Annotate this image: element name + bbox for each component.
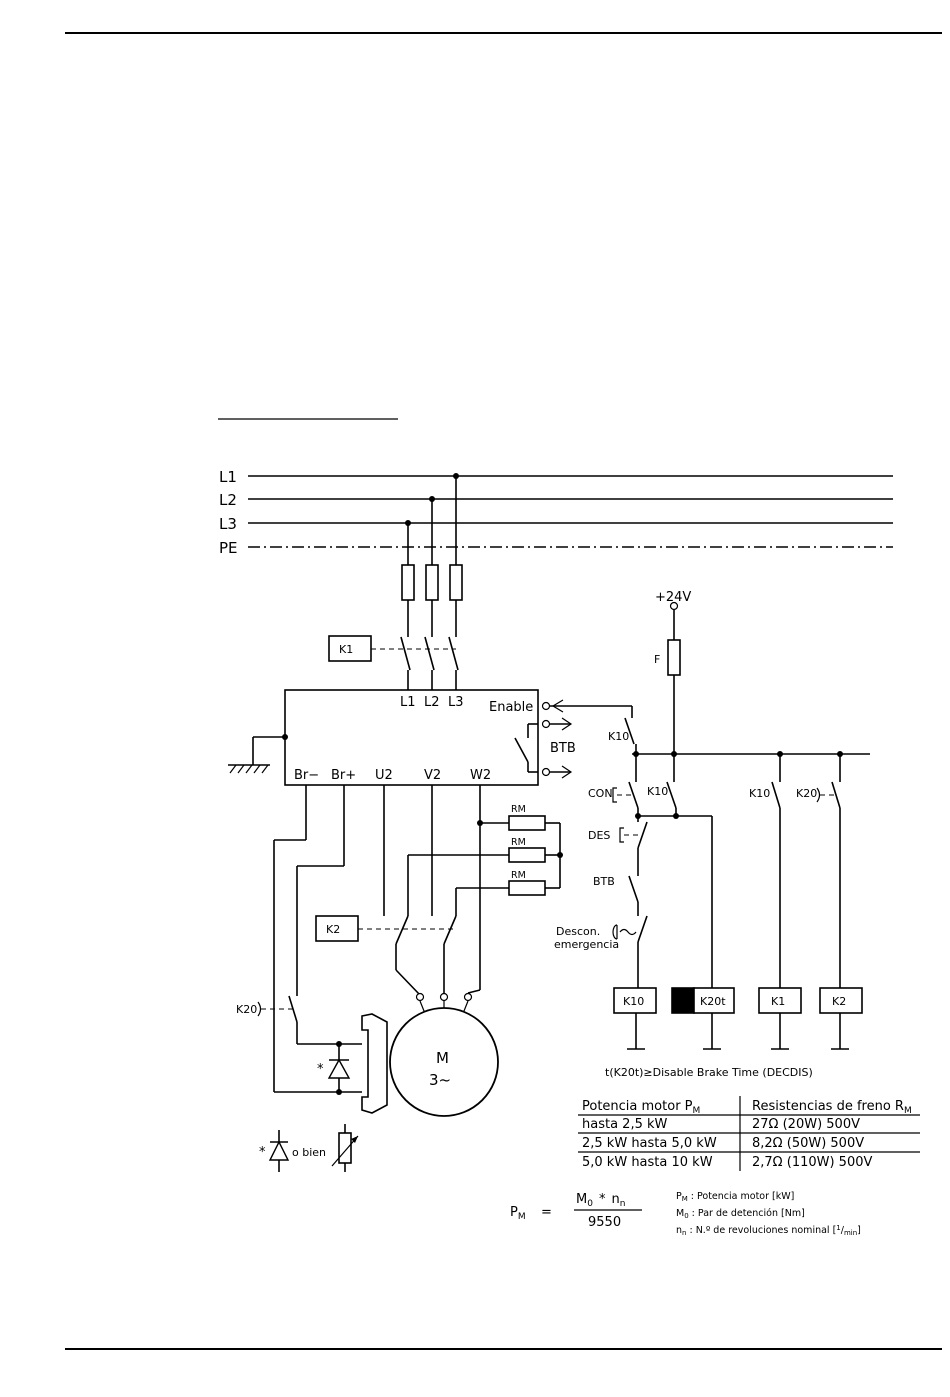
motor-output-wiring: RM RM RM [383,785,563,1017]
k10-hold-label: K10 [647,785,668,798]
table-r1-c1: hasta 2,5 kW [582,1117,668,1132]
label-l1: L1 [219,468,237,486]
formula-denominator: 9550 [588,1215,621,1230]
con-label: CON [588,787,613,800]
formula-numerator: M0*nn [576,1192,625,1209]
legend-nn: nn: N.º de revoluciones nominal [1/min] [676,1224,861,1237]
k10-enable-label: K10 [608,730,629,743]
table-r2-c2: 8,2Ω (50W) 500V [752,1136,864,1151]
btb-contact-label: BTB [593,875,615,888]
legend-pm: PM: Potencia motor [kW] [676,1191,794,1203]
relay-coils: K10 K20t K1 K2 [613,987,863,1050]
ground-symbol [228,734,288,774]
drive-l1: L1 [400,695,416,710]
alt-star: * [259,1145,266,1160]
table-r3-c2: 2,7Ω (110W) 500V [752,1155,872,1170]
drive-u2: U2 [375,768,393,783]
k20-k2-label: K20 [796,787,817,800]
mains-fuses [400,476,463,690]
estop-label-1: Descon. [556,925,600,938]
rm2-label: RM [511,837,526,848]
drive-br-minus: Br− [294,768,319,783]
coil-k2-label: K2 [832,995,846,1008]
control-chain: CON K10 DES BTB Descon. emergencia [554,754,713,988]
relay-k2-label: K2 [326,923,340,936]
motor-phase: 3~ [429,1071,451,1089]
des-label: DES [588,829,610,842]
coil-contacts-right: K10 K20 [749,754,841,988]
drive-w2: W2 [470,768,491,783]
power-formula: PM = M0*nn 9550 [510,1192,642,1230]
alt-text: o bien [292,1146,326,1159]
rm3-label: RM [511,870,526,881]
k20-brake-label: K20 [236,1003,257,1016]
motor-m: M [436,1049,449,1067]
drive-v2: V2 [424,768,441,783]
coil-k10-label: K10 [623,995,644,1008]
servo-amplifier: L1 L2 L3 Enable Br− Br+ U2 V2 W2 [284,689,539,786]
drive-l2: L2 [424,695,440,710]
fuse-f-label: F [654,653,660,666]
table-header-resistors: Resistencias de freno RM [752,1099,912,1116]
relay-k2-coil: K2 [315,915,456,942]
supply-lines: L1 L2 L3 PE [219,468,893,557]
table-r3-c1: 5,0 kW hasta 10 kW [582,1155,713,1170]
drive-enable: Enable [489,700,533,715]
resistor-table: Potencia motor PM Resistencias de freno … [578,1096,920,1171]
formula-lhs: PM [510,1205,526,1222]
rm1-label: RM [511,804,526,815]
label-24v: +24V [655,590,691,605]
formula-eq: = [541,1205,552,1220]
label-l3: L3 [219,515,237,533]
label-pe: PE [219,539,238,557]
signal-terminals: BTB [541,699,632,779]
brake-wiring: * K20 [236,785,362,1095]
legend-m0: M0: Par de detención [Nm] [676,1208,805,1220]
coil-k1-label: K1 [771,995,785,1008]
drive-br-plus: Br+ [331,768,356,783]
table-header-power: Potencia motor PM [582,1099,700,1116]
table-r2-c1: 2,5 kW hasta 5,0 kW [582,1136,717,1151]
contact-k10-enable: K10 [608,706,637,754]
relay-k1-label: K1 [339,643,353,656]
relay-k1-coil-top: K1 [328,635,456,662]
k10-k1-label: K10 [749,787,770,800]
table-r1-c2: 27Ω (20W) 500V [752,1117,860,1132]
estop-label-2: emergencia [554,938,619,951]
label-l2: L2 [219,491,237,509]
motor: M 3~ [361,1007,499,1117]
timing-note: t(K20t)≥Disable Brake Time (DECDIS) [605,1066,813,1079]
btb-label: BTB [550,741,576,756]
control-supply: +24V F [632,590,870,780]
formula-legend: PM: Potencia motor [kW] M0: Par de deten… [676,1191,861,1237]
drive-l3: L3 [448,695,464,710]
alternative-protection: * o bien [259,1124,359,1172]
brake-star: * [317,1062,324,1077]
coil-k20t-label: K20t [700,995,726,1008]
